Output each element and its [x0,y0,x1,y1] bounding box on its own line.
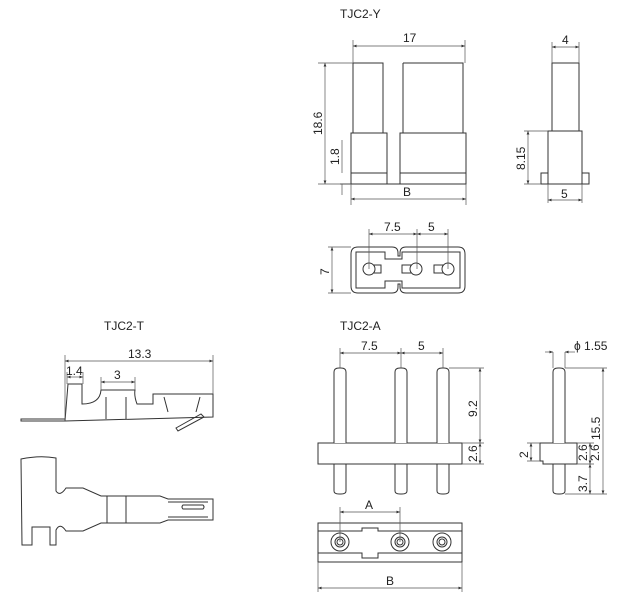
dim-pitch1: 7.5 [361,339,378,353]
housing-front-view: 17 18.6 1.8 B [311,31,467,205]
dim-tab: 1.4 [66,364,83,378]
dim-housing-height: 2.6 [466,445,480,462]
dim-pitch2: 5 [428,220,435,234]
header-title: TJC2-A [340,319,381,333]
dim-total: 15.5 [589,416,603,440]
dim-pin-top: 9.2 [466,400,480,417]
terminal-side-view: 13.3 1.4 3 [20,347,214,432]
header-bottom-view: A B [317,498,463,592]
housing-bottom-view: 7.5 5 7 [318,220,466,294]
header-front-view: 7.5 5 9.2 2.6 [317,339,484,495]
dim-side-lower: 3.7 [576,475,590,492]
dim-side-height: 8.15 [514,146,528,170]
dim-side-step: 2 [517,451,531,458]
housing-view-group: TJC2-Y 17 18.6 1.8 B 4 8.15 5 7.5 5 7 [311,7,590,294]
dim-b: B [386,574,394,588]
dim-width: 17 [403,31,417,45]
dim-side-upper: 2.6 [576,444,590,461]
dim-base: 1.8 [328,148,342,165]
dim-diameter: ϕ 1.55 [574,339,608,353]
dim-crimp: 3 [114,368,121,382]
dim-a: A [365,498,373,512]
terminal-view-group: TJC2-T 13.3 1.4 3 [20,319,214,546]
dim-pitch1: 7.5 [384,220,401,234]
dim-side-middle: 2.6 [588,444,602,461]
dim-side-base: 5 [561,187,568,201]
dim-length: 13.3 [128,347,152,361]
header-side-view: ϕ 1.55 15.5 2.6 2.6 3.7 2 [517,339,608,495]
terminal-title: TJC2-T [104,319,145,333]
header-view-group: TJC2-A 7.5 5 9.2 2.6 ϕ 1.55 15.5 2.6 2.6… [317,319,608,592]
terminal-top-view [20,456,214,546]
dim-b: B [403,185,411,199]
dim-pitch2: 5 [418,339,425,353]
dim-side-width: 4 [562,33,569,47]
housing-title: TJC2-Y [340,7,381,21]
dim-height: 18.6 [311,111,325,135]
housing-side-view: 4 8.15 5 [514,33,590,203]
dim-depth: 7 [318,268,332,275]
